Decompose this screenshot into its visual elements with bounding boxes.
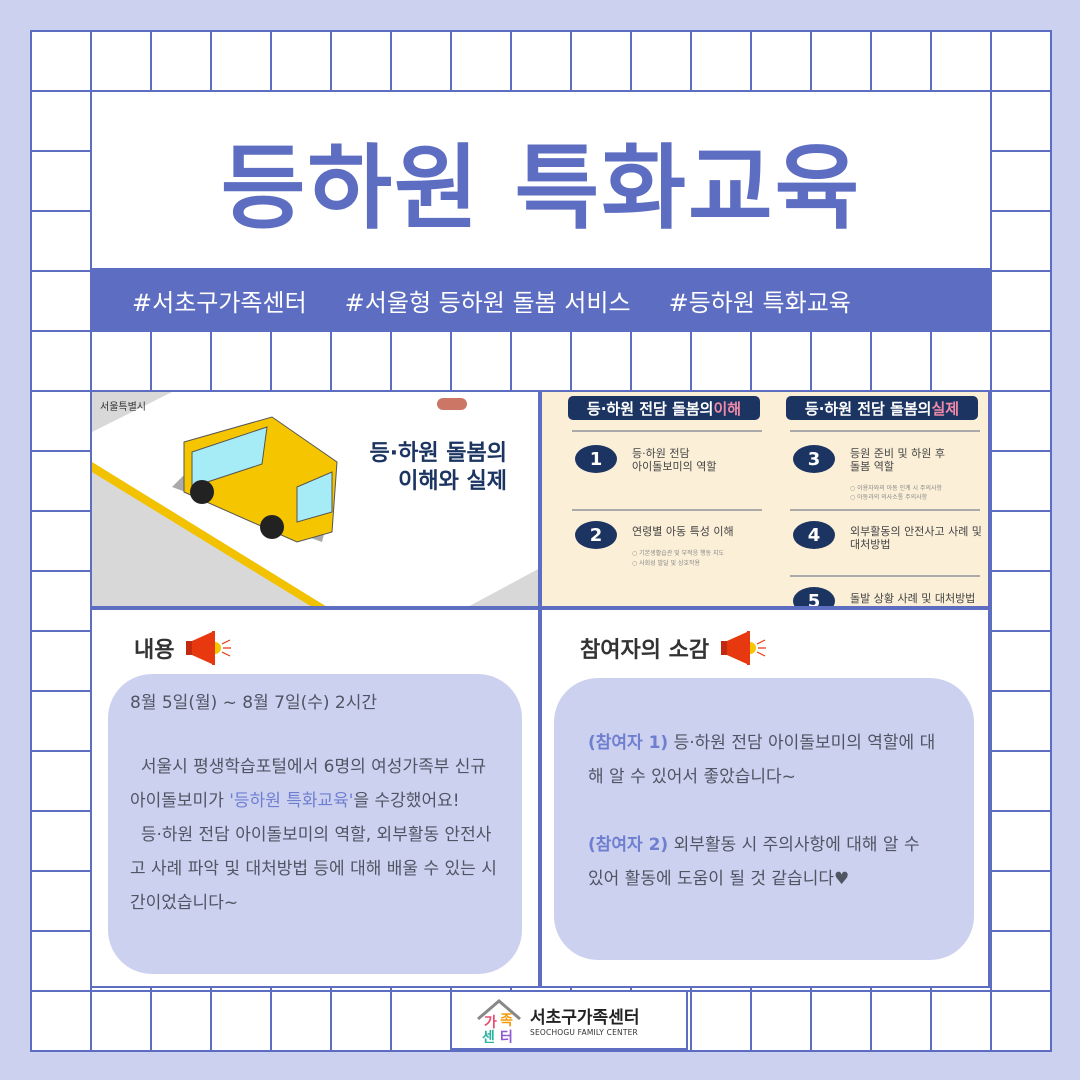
review-panel: 참여자의 소감 (참여자 1) 등·하원 전담 아이돌보미의 역할에 대해 알 … (540, 608, 990, 988)
hashtag: #등하원 특화교육 (668, 288, 851, 317)
title-box: 등하원 특화교육 (90, 90, 992, 270)
item-text: 외부활동의 안전사고 사례 및 대처방법 (850, 525, 982, 551)
item-text: 등·하원 전담 아이돌보미의 역할 (632, 447, 717, 473)
content-panel: 내용 8월 5일(월) ~ 8월 7일(수) 2시간 서울시 평생학습포털에서 … (90, 608, 540, 988)
review-2: (참여자 2) 외부활동 시 주의사항에 대해 알 수 있어 활동에 도움이 될… (588, 835, 920, 889)
page-title: 등하원 특화교육 (220, 134, 862, 242)
item-sub: ○ 사회성 발달 및 상호작용 (632, 560, 701, 567)
footer-logo: 가 족 센 터 서초구가족센터 SEOCHOGU FAMILY CENTER (450, 990, 688, 1050)
item-number: 4 (793, 521, 835, 549)
bus-illustration (92, 392, 538, 606)
outline-slide-image: 등·하원 전담 돌봄의 이해 등·하원 전담 돌봄의 실제 1 등·하원 전담 … (540, 390, 990, 608)
megaphone-icon (186, 631, 232, 665)
bus-slide-image: 서울특별시 등·하원 돌봄의 이해와 실제 (90, 390, 540, 608)
content-paragraph-1: 서울시 평생학습포털에서 6명의 여성가족부 신규 아이돌보미가 '등하원 특화… (130, 757, 492, 811)
content-bubble: 8월 5일(월) ~ 8월 7일(수) 2시간 서울시 평생학습포털에서 6명의… (108, 674, 522, 974)
slide-title-line2: 이해와 실제 (398, 469, 507, 494)
slide-title-line1: 등·하원 돌봄의 (369, 441, 507, 466)
heart-icon: ♥ (833, 869, 850, 889)
content-heading: 내용 (134, 638, 175, 663)
content-paragraph-2: 등·하원 전담 아이돌보미의 역할, 외부활동 안전사고 사례 파악 및 대처방… (130, 825, 497, 913)
svg-text:터: 터 (500, 1030, 513, 1043)
item-text: 등원 준비 및 하원 후 돌봄 역할 (850, 447, 945, 473)
family-center-logo-mark: 가 족 센 터 (477, 999, 521, 1043)
review-1: (참여자 1) 등·하원 전담 아이돌보미의 역할에 대해 알 수 있어서 좋았… (588, 733, 936, 787)
slide-header-left: 등·하원 전담 돌봄의 이해 (568, 396, 760, 420)
megaphone-icon (721, 631, 767, 665)
hashtag-bar: #서초구가족센터 #서울형 등하원 돌봄 서비스 #등하원 특화교육 (90, 270, 992, 330)
event-date: 8월 5일(월) ~ 8월 7일(수) 2시간 (130, 693, 377, 713)
seoul-logo: 서울특별시 (100, 402, 146, 413)
svg-text:족: 족 (500, 1013, 513, 1029)
hashtag: #서초구가족센터 (132, 288, 307, 317)
org-name-en: SEOCHOGU FAMILY CENTER (530, 1028, 638, 1037)
item-text: 돌발 상황 사례 및 대처방법 (850, 592, 976, 605)
item-sub: ○ 기본생활습관 및 부적응 행동 지도 (632, 550, 725, 557)
item-sub: ○ 아동과의 의사소통 주의사항 (850, 494, 928, 501)
partner-logo (437, 398, 467, 410)
slide-header-right: 등·하원 전담 돌봄의 실제 (786, 396, 978, 420)
item-text: 연령별 아동 특성 이해 (632, 525, 734, 538)
item-number: 1 (575, 445, 617, 473)
item-number: 3 (793, 445, 835, 473)
review-heading: 참여자의 소감 (580, 638, 710, 663)
svg-text:센: 센 (482, 1030, 495, 1043)
review-bubble: (참여자 1) 등·하원 전담 아이돌보미의 역할에 대해 알 수 있어서 좋았… (554, 678, 974, 960)
svg-text:가: 가 (484, 1015, 497, 1031)
org-name: 서초구가족센터 (530, 1008, 640, 1028)
item-number: 5 (793, 587, 835, 606)
item-sub: ○ 이용자와의 아동 인계 시 주의사항 (850, 485, 943, 492)
hashtag: #서울형 등하원 돌봄 서비스 (344, 288, 631, 317)
item-number: 2 (575, 521, 617, 549)
